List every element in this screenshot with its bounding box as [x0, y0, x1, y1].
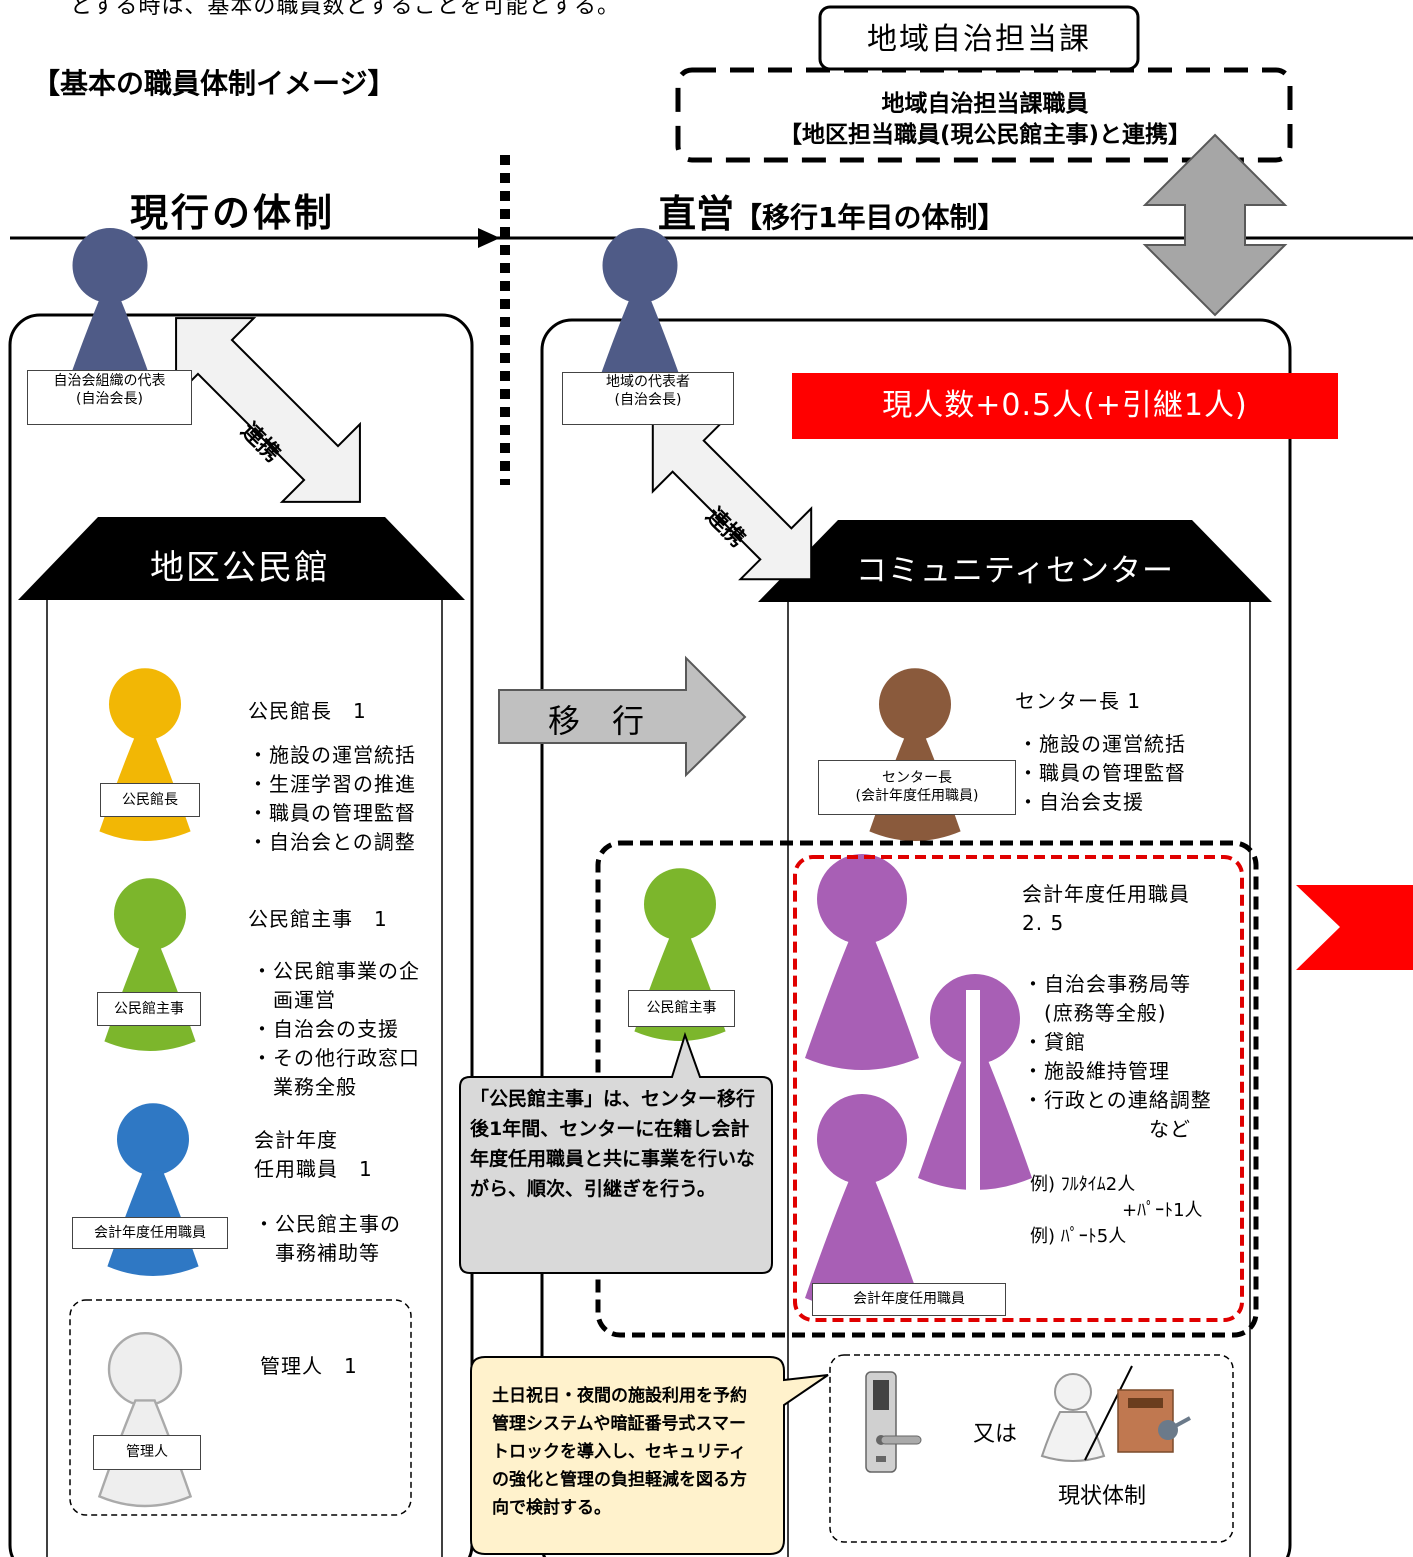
- direct-title-sub: 【移行1年目の体制】: [734, 201, 1006, 234]
- security-callout-shape: [470, 1356, 829, 1555]
- division-tab: 地域自治担当課: [867, 22, 1091, 57]
- staff-red-dashed-box: [793, 855, 1244, 1322]
- director-tag: 公民館長: [100, 783, 200, 817]
- staff-tag-right: 会計年度任用職員: [812, 1283, 1006, 1316]
- division-staff-line2: 【地区担当職員(現公民館主事)と連携】: [778, 122, 1192, 148]
- person-staff-purple-1: [805, 854, 919, 1070]
- director-duties: ・施設の運営統括 ・生涯学習の推進 ・職員の管理監督 ・自治会との調整: [248, 743, 416, 854]
- direct-title-main: 直営: [658, 192, 735, 236]
- left-building-roof: [18, 517, 465, 600]
- smart-lock-icon: [865, 1371, 922, 1473]
- current-system-label: 現状体制: [1058, 1484, 1147, 1509]
- right-building-label: コミュニティセンター: [855, 553, 1175, 589]
- keybox-icon: [1117, 1389, 1191, 1453]
- heading: 【基本の職員体制イメージ】: [32, 67, 396, 100]
- staff-duties-left: ・公民館主事の 事務補助等: [254, 1212, 401, 1265]
- staff-example-1b: +ﾊﾟｰﾄ1人: [1122, 1200, 1203, 1221]
- transition-label: 移 行: [548, 702, 645, 740]
- or-label: 又は: [973, 1422, 1018, 1447]
- division-tab-frame: [818, 5, 1140, 71]
- officer-note: 「公民館主事」は、センター移行後1年間、センターに在籍し会計年度任用職員と共に事…: [470, 1088, 756, 1200]
- officer-callout-shape: [459, 1031, 773, 1274]
- caretaker-tag: 管理人: [93, 1435, 201, 1470]
- headcount-badge: 現人数+0.5人(+引継1人): [792, 373, 1338, 439]
- slash-divider: [1084, 1365, 1133, 1461]
- caretaker-title: 管理人 1: [260, 1354, 358, 1378]
- left-building-label: 地区公民館: [150, 548, 330, 588]
- red-chevron-icon: [1296, 885, 1413, 970]
- center-head-tag: センター長(会計年度任用職員): [818, 760, 1016, 815]
- staff-tag-left: 会計年度任用職員: [72, 1217, 228, 1249]
- staff-example-2: 例) ﾊﾟｰﾄ5人: [1030, 1226, 1127, 1247]
- officer-tag-right: 公民館主事: [628, 990, 735, 1027]
- staff-title-left: 会計年度 任用職員 1: [254, 1128, 373, 1181]
- person-staff-blue: [107, 1103, 199, 1276]
- staff-title-right: 会計年度任用職員 2. 5: [1022, 882, 1190, 935]
- person-staff-purple-3: [805, 1094, 919, 1310]
- center-head-title: センター長 1: [1015, 689, 1142, 713]
- officer-duties-left: ・公民館事業の企 画運営 ・自治会の支援 ・その他行政窓口 業務全般: [252, 959, 420, 1099]
- left-rep-label: 自治会組織の代表(自治会長): [27, 370, 192, 425]
- direct-system-title: 直営【移行1年目の体制】: [658, 183, 1006, 238]
- caretaker-dashed-box: [69, 1299, 412, 1516]
- division-staff-line1: 地域自治担当課職員: [881, 91, 1089, 117]
- person-caretaker: [98, 1331, 192, 1508]
- security-note: 土日祝日・夜間の施設利用を予約管理システムや暗証番号式スマートロックを導入し、セ…: [492, 1386, 747, 1518]
- director-title: 公民館長 1: [248, 699, 367, 723]
- left-frame: [8, 313, 474, 1557]
- vertical-double-arrow: [1142, 133, 1288, 317]
- right-frame: [540, 318, 1292, 1557]
- caretaker-small-icon: [1040, 1373, 1106, 1462]
- right-rep-label: 地域の代表者(自治会長): [562, 372, 734, 425]
- transition-arrow: [498, 655, 747, 778]
- officer-title-left: 公民館主事 1: [248, 907, 388, 931]
- current-system-title: 現行の体制: [130, 191, 336, 235]
- top-text: とする時は、基本の職員数とすることを可能とする。: [70, 0, 621, 19]
- center-head-duties: ・施設の運営統括 ・職員の管理監督 ・自治会支援: [1018, 732, 1186, 814]
- person-center-head: [869, 668, 961, 841]
- security-dashed-box: [829, 1354, 1234, 1543]
- officer-tag-left: 公民館主事: [97, 992, 201, 1026]
- staff-duties-right: ・自治会事務局等 (庶務等全般) ・貸館 ・施設維持管理 ・行政との連絡調整 な…: [1023, 972, 1212, 1141]
- right-building-roof: [758, 520, 1272, 602]
- staff-example-1: 例) ﾌﾙﾀｲﾑ2人: [1030, 1174, 1136, 1195]
- right-link-arrow: [651, 419, 813, 581]
- timeline-arrowhead: [478, 228, 500, 248]
